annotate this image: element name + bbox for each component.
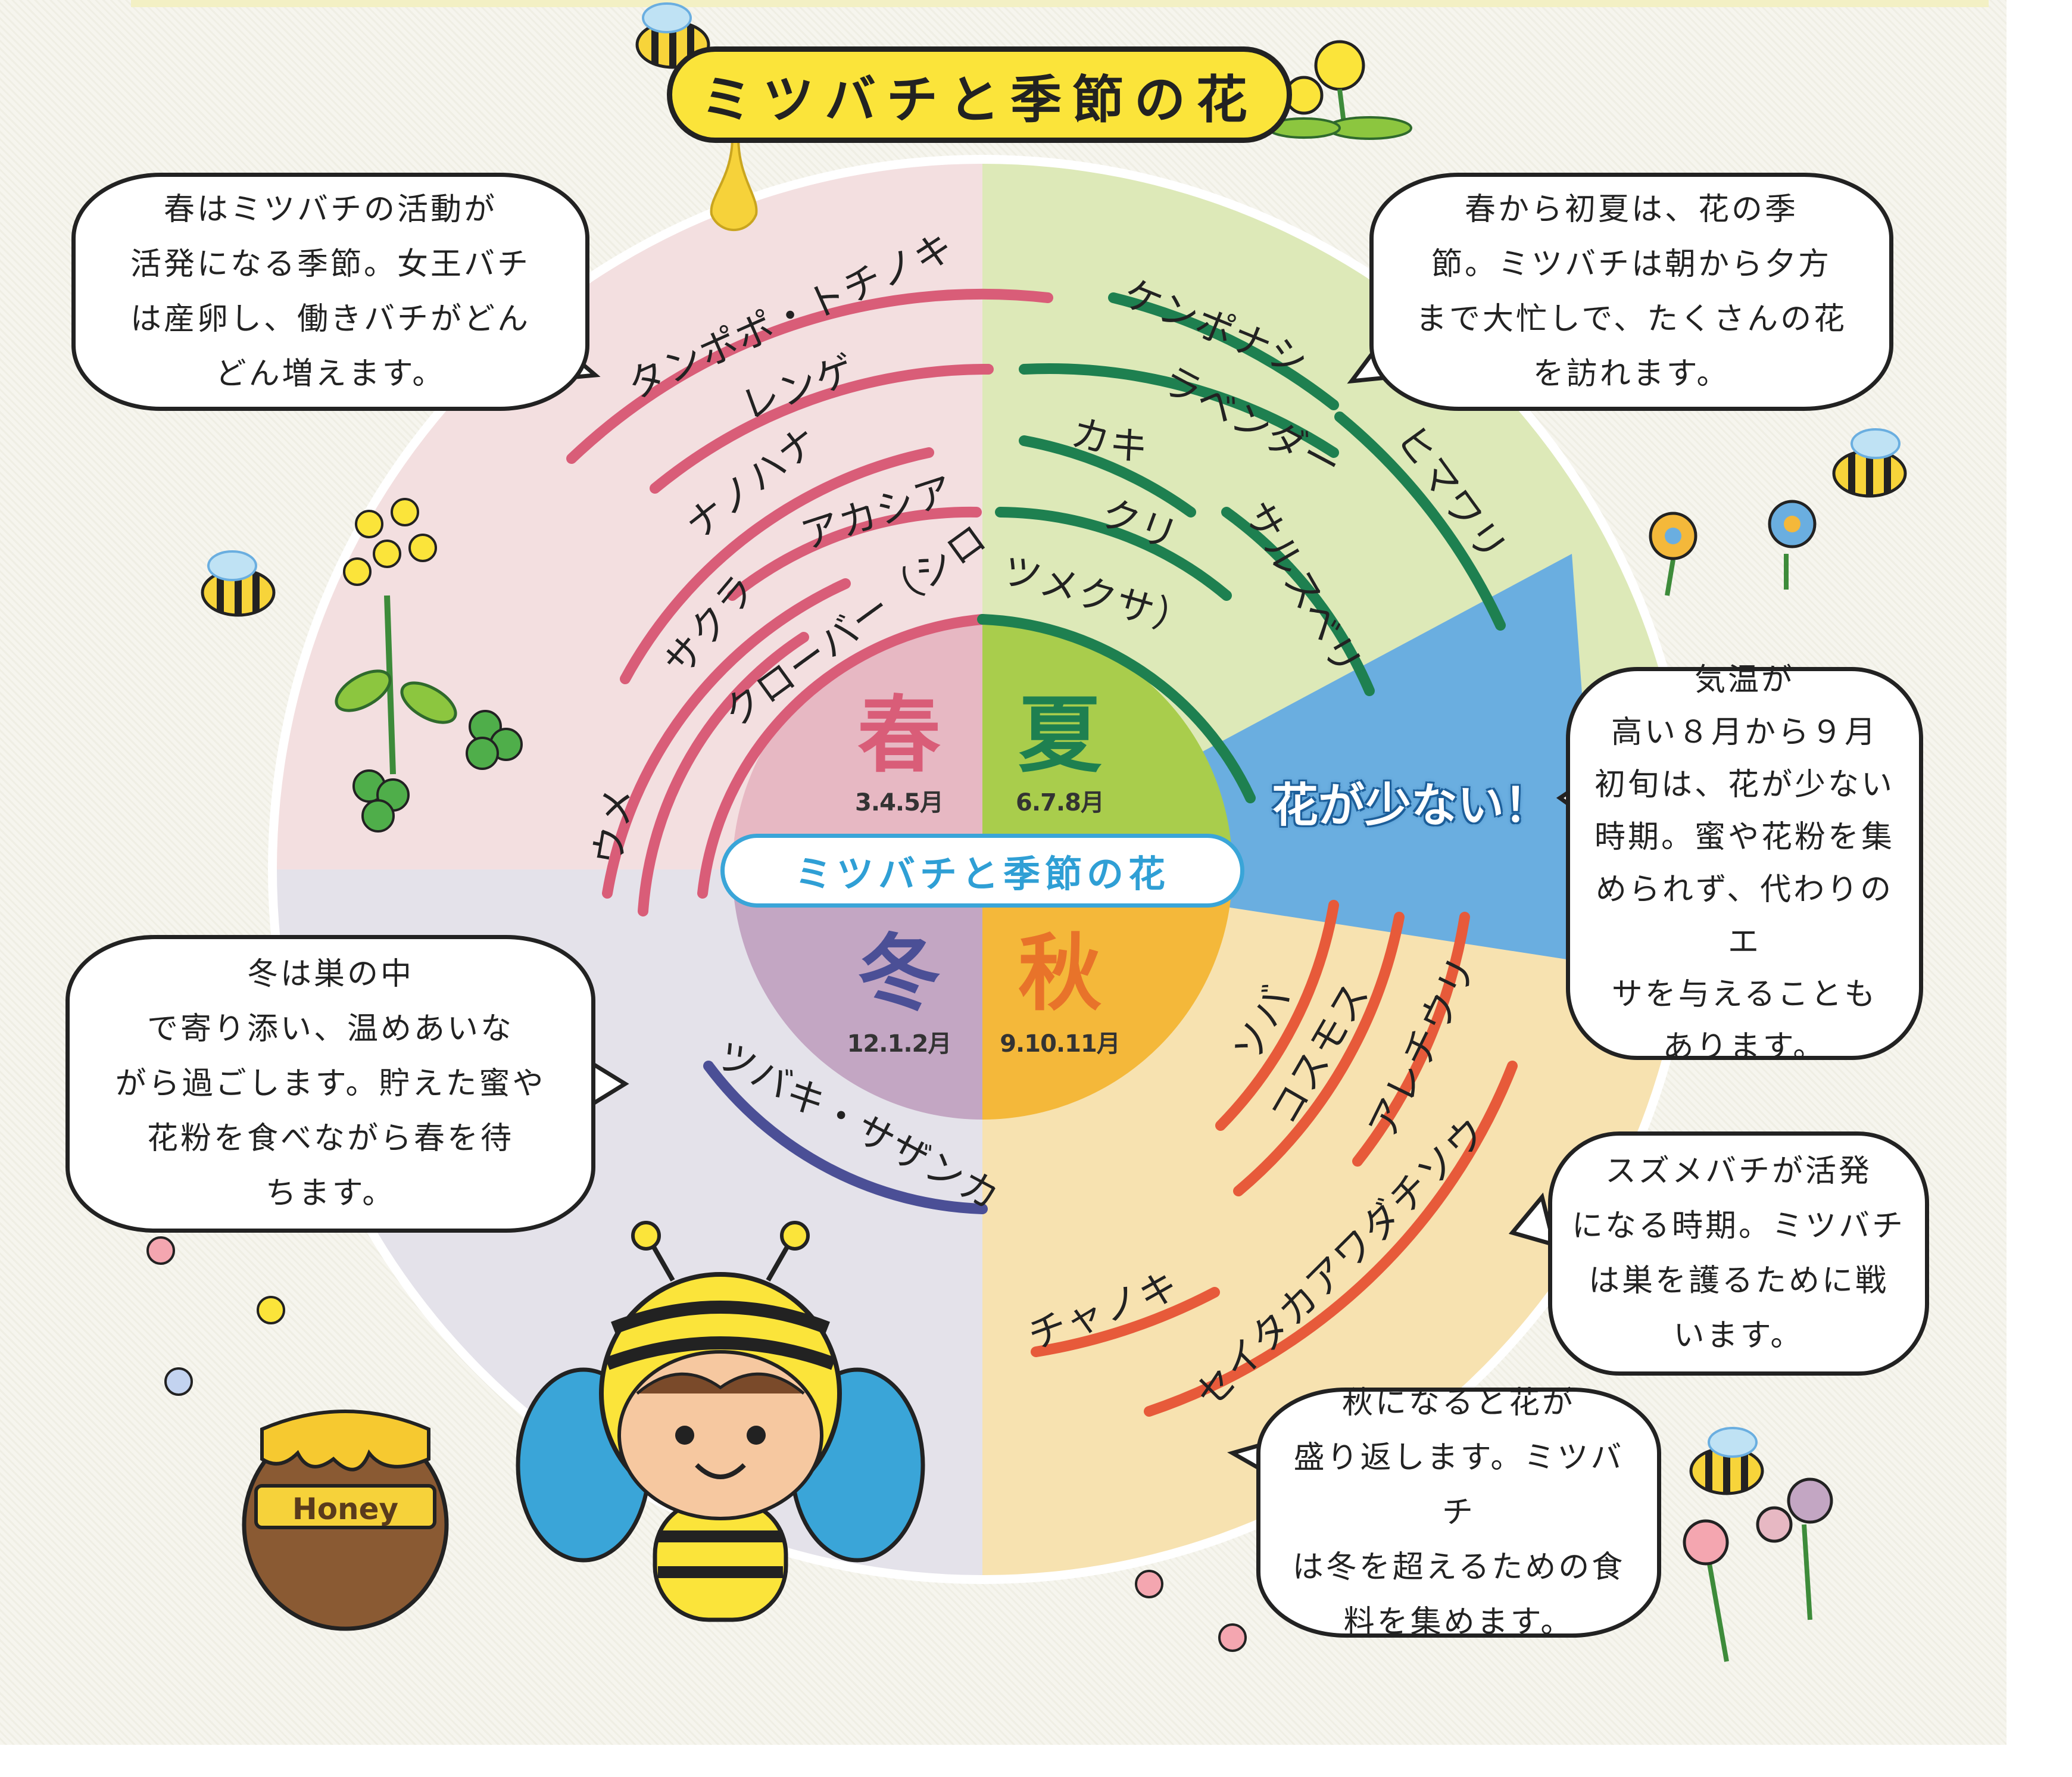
- bubble-line: 花粉を食べながら春を待: [146, 1121, 514, 1156]
- bee-icon: [1689, 1427, 1764, 1495]
- bubble-shortage: 気温が 高い８月から９月 初旬は、花が少ない 時期。蜜や花粉を集 められず、代わ…: [1566, 662, 1923, 1065]
- bubble-line: がら過ごします。貯えた蜜や: [115, 1066, 546, 1102]
- bubble-line: 春はミツバチの活動が: [163, 192, 497, 227]
- arc-tsumekusa: [977, 614, 1256, 803]
- arc-lavender: [1019, 363, 1339, 458]
- clover-icon: [352, 710, 523, 833]
- bubble-line: 活発になる季節。女王バチ: [130, 247, 531, 282]
- season-autumn: 秋: [1018, 925, 1101, 1022]
- bubble-line: どん増えます。: [215, 356, 446, 392]
- bubble-line: は産卵し、働きバチがどん: [130, 301, 531, 337]
- bubble-line: まで大忙しで、たくさんの花: [1415, 301, 1848, 337]
- arc-kuri: [995, 507, 1232, 601]
- arc-tanpopo: [566, 288, 1053, 464]
- months-winter: 12.1.2月: [847, 1030, 952, 1058]
- months-summer: 6.7.8月: [1016, 789, 1104, 816]
- arc-kaki: [1019, 435, 1196, 517]
- arc-renge: [650, 363, 994, 494]
- bubble-line: で寄り添い、温めあいな: [146, 1011, 514, 1047]
- bubble-line: 春から初夏は、花の季: [1464, 192, 1798, 227]
- arc-soba: [1215, 900, 1339, 1131]
- arc-seitaka: [1144, 1061, 1518, 1417]
- right-margin: [2007, 0, 2072, 1777]
- bubble-line: 料を集めます。: [1343, 1604, 1574, 1640]
- bubble-line: あります。: [1662, 1029, 1827, 1065]
- bubble-spring: 春はミツバチの活動が 活発になる季節。女王バチ は産卵し、働きバチがどん どん増…: [71, 173, 589, 411]
- bubble-line: ちます。: [265, 1176, 396, 1211]
- arc-sakura: [602, 578, 851, 899]
- bubble-line: められず、代わりのエ: [1595, 872, 1894, 960]
- season-winter: 冬: [857, 925, 941, 1022]
- bubble-line: 初旬は、花が少ない: [1594, 767, 1895, 803]
- months-autumn: 9.10.11月: [1000, 1030, 1121, 1058]
- rapeseed-flower-icon: [335, 498, 457, 775]
- arc-akashia: [727, 506, 982, 601]
- small-flowers-icon: [1649, 500, 1817, 596]
- honey-pot-icon: [242, 1410, 449, 1631]
- bubble-line: います。: [1673, 1318, 1804, 1354]
- arc-sarusuberi: [1221, 507, 1375, 696]
- arc-tsubaki: [703, 1061, 988, 1214]
- season-spring: 春: [857, 687, 941, 784]
- honey-drip: [710, 136, 758, 231]
- bee-icon: [201, 550, 276, 617]
- bubble-line: 冬は巣の中: [246, 956, 414, 992]
- bubble-line: 高い８月から９月: [1611, 715, 1878, 750]
- bottom-flowers-icon: [146, 1236, 1833, 1662]
- bubble-line: 節。ミツバチは朝から夕方: [1431, 247, 1831, 282]
- bubble-line: 秋になると花が: [1341, 1385, 1575, 1421]
- page-title: ミツバチと季節の花: [667, 46, 1292, 143]
- arc-clover: [697, 614, 988, 899]
- bubble-line: になる時期。ミツバチ: [1571, 1208, 1905, 1244]
- honey-label: Honey: [292, 1492, 399, 1526]
- bubble-winter: 冬は巣の中 で寄り添い、温めあいな がら過ごします。貯えた蜜や 花粉を食べながら…: [65, 935, 595, 1233]
- top-yellow-strip: [131, 0, 1989, 7]
- bubble-line: 盛り返します。ミツバチ: [1293, 1440, 1624, 1530]
- bubble-line: サを与えることも: [1611, 977, 1878, 1012]
- arc-arechiuri: [1352, 912, 1470, 1167]
- winter-center: [732, 869, 982, 1120]
- season-summer: 夏: [1018, 687, 1101, 784]
- bubble-line: を訪れます。: [1533, 356, 1730, 392]
- arc-nanohana: [620, 447, 934, 684]
- summer-center: [982, 619, 1232, 869]
- shortage-label: 花が少ない！: [1271, 779, 1550, 833]
- bottom-margin: [0, 1745, 2072, 1777]
- spring-center: [732, 619, 982, 869]
- bubble-hornet: スズメバチが活発 になる時期。ミツバチ は巣を護るために戦 います。: [1548, 1131, 1929, 1376]
- bubble-line: は冬を超えるための食: [1292, 1550, 1625, 1585]
- bee-icon: [1832, 428, 1907, 498]
- bubble-line: は巣を護るために戦: [1588, 1263, 1889, 1299]
- bee-character-mascot: [516, 1221, 925, 1622]
- bubble-summer: 春から初夏は、花の季 節。ミツバチは朝から夕方 まで大忙しで、たくさんの花 を訪…: [1369, 173, 1893, 411]
- arc-chanoki: [1031, 1287, 1220, 1357]
- autumn-center: [982, 869, 1232, 1120]
- bubble-autumn: 秋になると花が 盛り返します。ミツバチ は冬を超えるための食 料を集めます。: [1256, 1385, 1661, 1640]
- arc-kenponashi: [1108, 292, 1339, 410]
- bubble-line: スズメバチが活発: [1605, 1154, 1872, 1189]
- center-label: ミツバチと季節の花: [720, 834, 1244, 908]
- bubble-line: 気温が: [1694, 662, 1795, 698]
- bubble-line: 時期。蜜や花粉を集: [1594, 819, 1895, 855]
- months-spring: 3.4.5月: [855, 789, 944, 816]
- arc-himawari: [1334, 411, 1506, 631]
- arc-ume: [638, 632, 809, 916]
- arc-kosumosu: [1233, 912, 1405, 1196]
